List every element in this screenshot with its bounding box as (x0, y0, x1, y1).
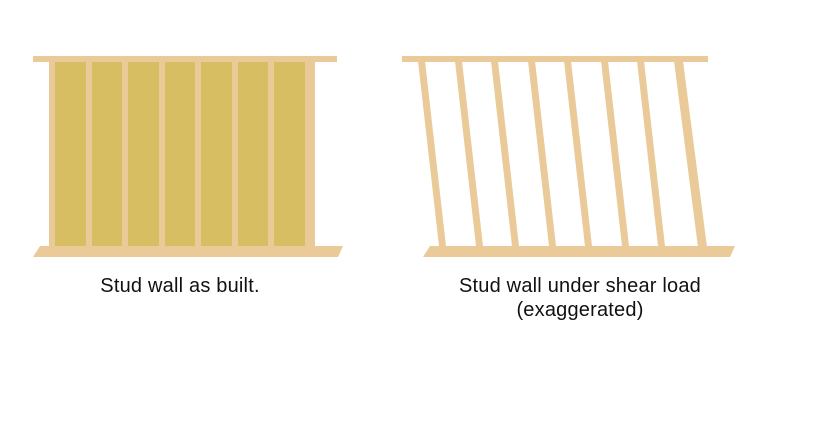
stud (491, 61, 520, 255)
stud (601, 61, 630, 255)
bottom-plate (423, 246, 735, 257)
caption-under-shear-line2: (exaggerated) (516, 299, 644, 321)
stud (637, 61, 666, 255)
caption-under-shear: Stud wall under shear load (exaggerated) (402, 274, 758, 322)
stud (49, 61, 55, 255)
stud (195, 61, 201, 255)
caption-under-shear-line1: Stud wall under shear load (458, 275, 702, 297)
bottom-plate (33, 246, 343, 257)
sheathing-panel (49, 61, 311, 255)
stud (122, 61, 128, 255)
stud (86, 61, 92, 255)
stud (268, 61, 274, 255)
stud (564, 61, 593, 255)
stud (528, 61, 557, 255)
wall-as-built (33, 56, 343, 257)
stud (674, 61, 708, 255)
stud (455, 61, 484, 255)
top-plate (402, 56, 708, 62)
stud (159, 61, 165, 255)
stud (305, 61, 315, 255)
stud (418, 61, 447, 255)
wall-under-shear (402, 56, 735, 257)
stud (232, 61, 238, 255)
top-plate (33, 56, 337, 62)
caption-as-built: Stud wall as built. (100, 275, 260, 297)
